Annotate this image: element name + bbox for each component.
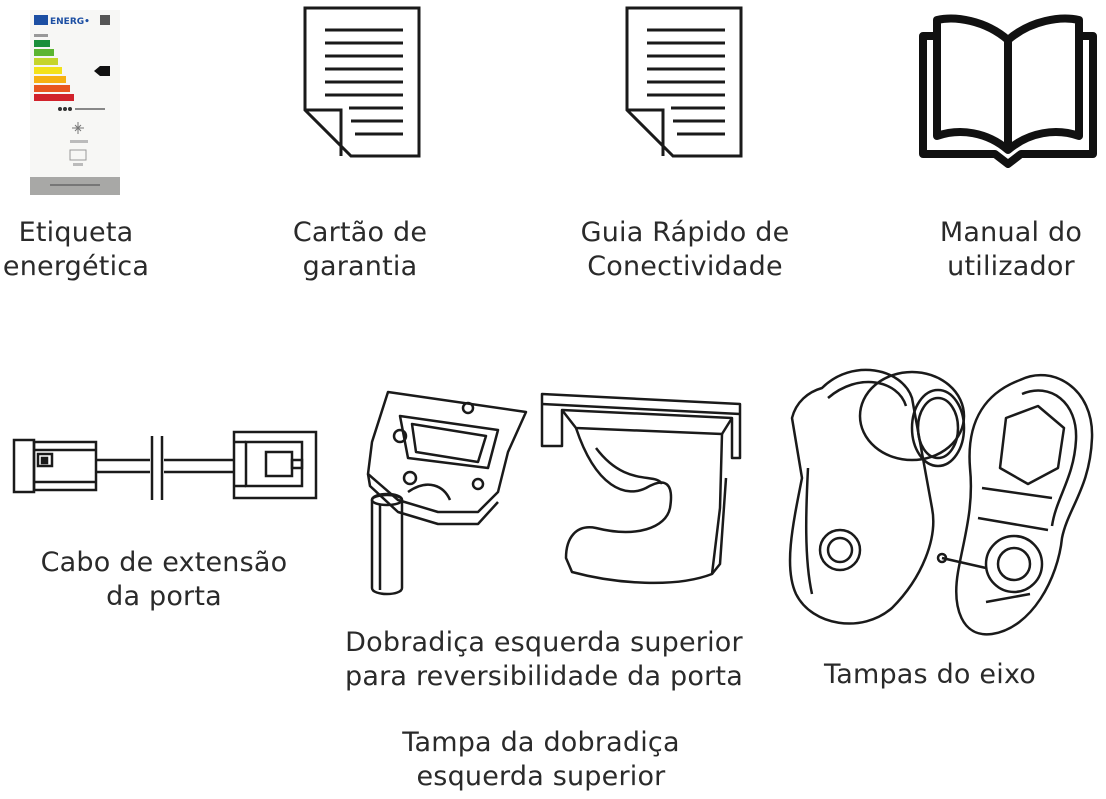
- energy-label-icon: ENERG•: [30, 10, 120, 195]
- caption-line: Cartão de: [292, 217, 428, 248]
- caption-line: Tampa da dobradiça: [402, 727, 680, 758]
- caption-line: energética: [2, 251, 150, 282]
- caption-line: Guia Rápido de: [580, 217, 790, 248]
- warranty-caption: Cartão de garantia: [270, 216, 450, 284]
- hinge-cover-icon: [536, 388, 748, 588]
- caption-line: Cabo de extensão: [40, 547, 288, 578]
- extension-cable-icon: [10, 428, 322, 508]
- hinge-cover-caption: Tampa da dobradiça esquerda superior: [368, 726, 714, 794]
- hinge-icon: [358, 382, 530, 604]
- warranty-document-icon: [303, 6, 421, 158]
- quick-guide-caption: Guia Rápido de Conectividade: [572, 216, 798, 284]
- caption-line: utilizador: [947, 251, 1075, 282]
- extension-cable-caption: Cabo de extensão da porta: [18, 546, 310, 614]
- caption-line: Etiqueta: [18, 217, 134, 248]
- hinge-caption: Dobradiça esquerda superior para reversi…: [318, 626, 770, 694]
- caption-line: garantia: [302, 251, 418, 282]
- energy-label-brand: ENERG•: [50, 17, 90, 27]
- caption-line: Dobradiça esquerda superior: [345, 627, 743, 658]
- caption-line: Tampas do eixo: [823, 659, 1037, 690]
- axle-caps-icon: [782, 358, 1100, 640]
- caption-line: da porta: [106, 581, 222, 612]
- caption-line: Manual do: [939, 217, 1083, 248]
- quick-guide-document-icon: [625, 6, 743, 158]
- caption-line: para reversibilidade da porta: [345, 661, 743, 692]
- caption-line: esquerda superior: [416, 761, 666, 792]
- open-book-icon: [915, 10, 1101, 168]
- user-manual-caption: Manual do utilizador: [918, 216, 1104, 284]
- energy-label-caption: Etiqueta energética: [0, 216, 152, 284]
- caption-line: Conectividade: [587, 251, 783, 282]
- axle-caps-caption: Tampas do eixo: [812, 658, 1048, 692]
